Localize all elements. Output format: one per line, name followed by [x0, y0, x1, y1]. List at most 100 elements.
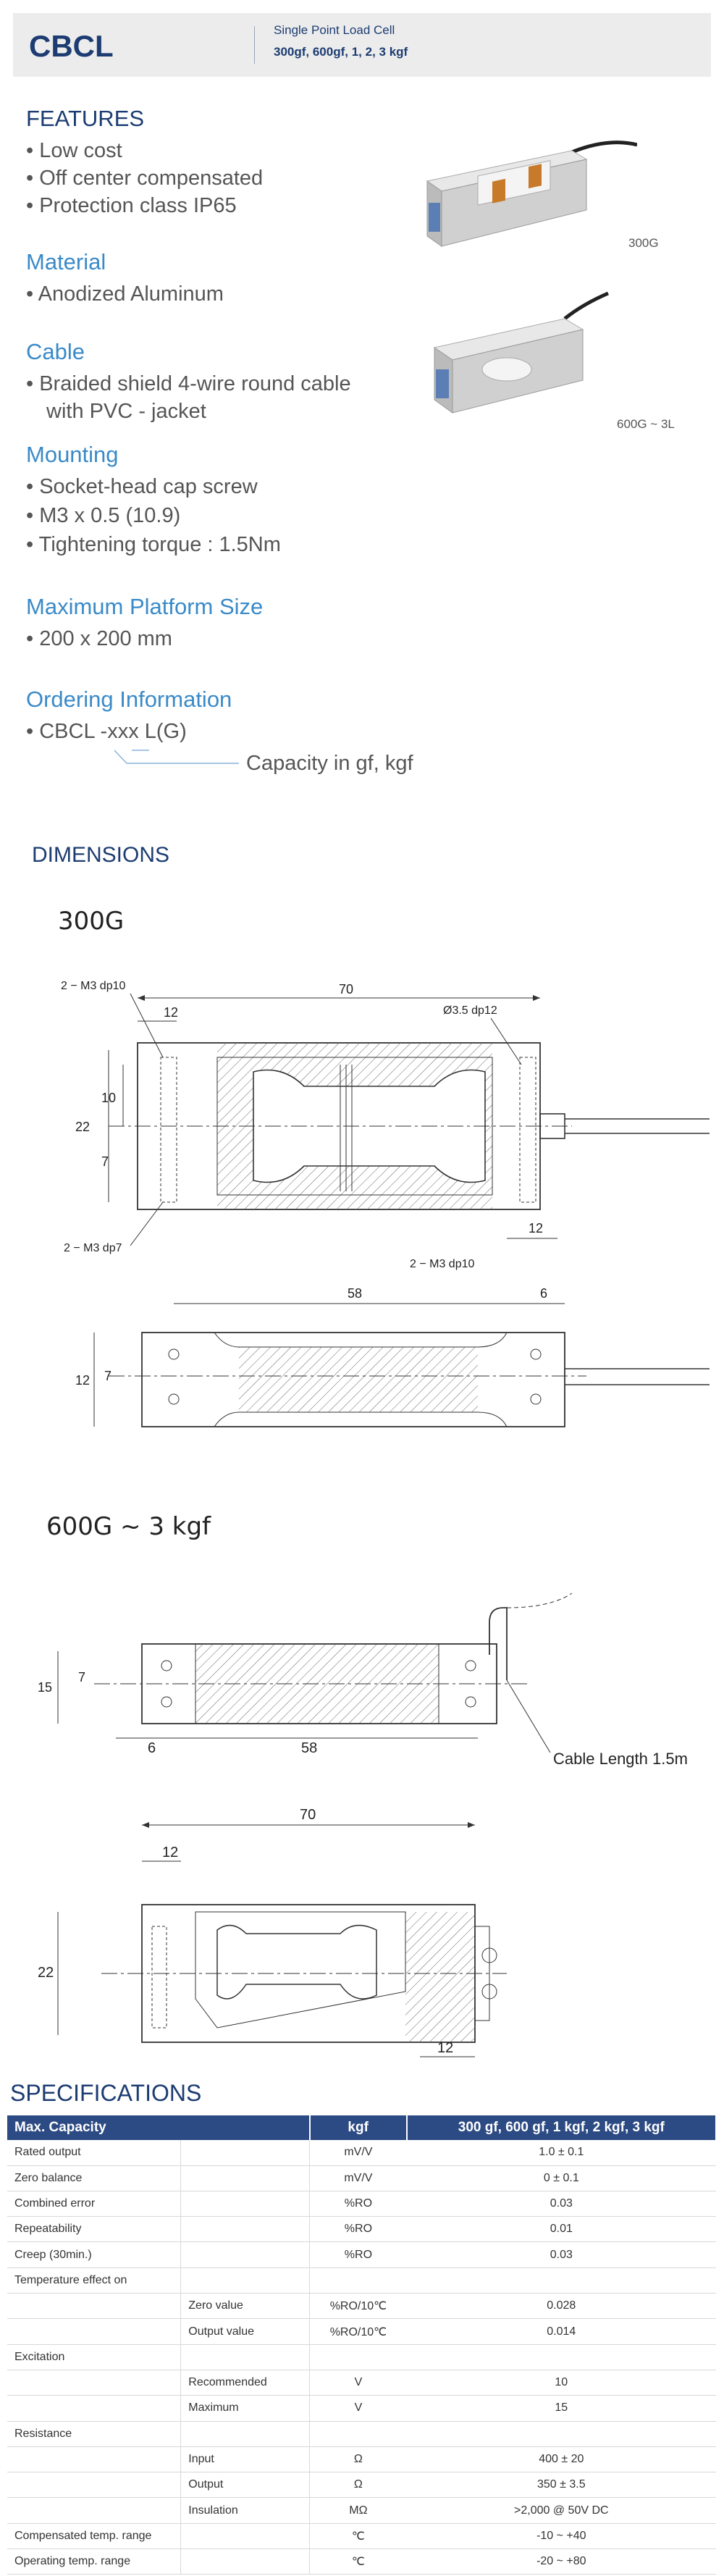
dim-height-7: 7 — [78, 1670, 85, 1685]
dimension-drawing-300g: 70 12 2 − M3 dp10 Ø3.5 dp12 22 10 7 2 − … — [61, 980, 710, 1427]
ordering-code: • CBCL -xxx L(G) — [26, 720, 187, 743]
header-subtitle: Single Point Load Cell — [274, 23, 395, 37]
spec-unit — [309, 2421, 407, 2447]
spec-unit: Ω — [309, 2472, 407, 2498]
spec-param: Excitation — [14, 2350, 65, 2363]
spec-param — [7, 2498, 181, 2523]
mounting-item: • Socket-head cap screw — [26, 475, 258, 498]
label-hole: Ø3.5 dp12 — [443, 1004, 497, 1017]
spec-value: 1.0 ± 0.1 — [539, 2146, 584, 2159]
dimension-drawing-600g: Cable Length 1.5m 15 7 6 58 70 12 22 12 — [38, 1593, 688, 2057]
dim-6: 6 — [540, 1286, 547, 1301]
dim-length-70-b: 70 — [300, 1807, 316, 1823]
spec-param: Repeatability — [14, 2223, 82, 2236]
spec-value: 0.028 — [547, 2299, 576, 2312]
ordering-note: Capacity in gf, kgf — [246, 752, 413, 775]
ordering-leader-lines — [114, 750, 239, 764]
spec-param: Zero balance — [14, 2171, 83, 2184]
dim-height-12: 12 — [75, 1373, 90, 1388]
cable-heading: Cable — [26, 339, 85, 364]
label-m3-dp10-bottom: 2 − M3 dp10 — [410, 1258, 475, 1270]
spec-unit: %RO — [309, 2241, 407, 2268]
spec-value: 0.014 — [547, 2325, 576, 2338]
spec-subparam — [180, 2241, 310, 2268]
spec-subparam — [180, 2140, 310, 2166]
spec-unit: MΩ — [309, 2497, 407, 2524]
model-title: CBCL — [29, 29, 114, 63]
dimensions-heading: DIMENSIONS — [32, 843, 170, 867]
load-cell-photo-600g — [433, 291, 609, 414]
spec-subparam — [180, 2216, 310, 2242]
spec-unit — [309, 2344, 407, 2370]
dim-6: 6 — [148, 1740, 156, 1756]
spec-value — [407, 2344, 716, 2370]
spec-param — [7, 2294, 181, 2319]
spec-unit: %RO — [309, 2216, 407, 2242]
spec-param: Operating temp. range — [14, 2555, 131, 2568]
spec-value: >2,000 @ 50V DC — [514, 2504, 609, 2517]
spec-param — [7, 2396, 181, 2421]
spec-unit: ℃ — [309, 2548, 407, 2575]
dim-length-58: 58 — [301, 1740, 317, 1756]
spec-value: -10 ~ +40 — [536, 2529, 586, 2542]
cable-item: with PVC - jacket — [46, 400, 206, 423]
spec-row: Zero balance mV/V 0 ± 0.1 — [7, 2165, 716, 2191]
spec-value: 15 — [555, 2401, 568, 2415]
feature-item: • Low cost — [26, 139, 122, 162]
spec-subparam — [180, 2421, 310, 2447]
spec-subparam — [180, 2548, 310, 2575]
spec-subparam: Output — [180, 2472, 310, 2498]
cable-item: • Braided shield 4-wire round cable — [26, 372, 351, 395]
spec-row: Resistance — [7, 2421, 716, 2447]
spec-unit: %RO/10℃ — [309, 2293, 407, 2319]
spec-unit: mV/V — [309, 2140, 407, 2166]
dim-height-22-b: 22 — [38, 1965, 54, 1981]
material-item: • Anodized Aluminum — [26, 282, 224, 306]
dim-12-b: 12 — [437, 2040, 453, 2056]
spec-value: 10 — [555, 2376, 568, 2389]
spec-subparam: Maximum — [180, 2395, 310, 2422]
label-m3-dp10: 2 − M3 dp10 — [61, 980, 126, 992]
spec-subparam — [180, 2523, 310, 2549]
dim-height-22: 22 — [75, 1120, 90, 1134]
spec-row: Temperature effect on — [7, 2267, 716, 2294]
dim-12: 12 — [164, 1005, 178, 1020]
spec-param: Compensated temp. range — [14, 2529, 152, 2542]
spec-unit: mV/V — [309, 2165, 407, 2191]
spec-param: Temperature effect on — [14, 2273, 127, 2286]
spec-header-capacity: Max. Capacity — [7, 2115, 311, 2141]
spec-subparam: Input — [180, 2446, 310, 2472]
header-divider — [254, 26, 255, 64]
spec-unit: V — [309, 2370, 407, 2396]
spec-header-values: 300 gf, 600 gf, 1 kgf, 2 kgf, 3 kgf — [406, 2115, 717, 2141]
label-m3-dp7: 2 − M3 dp7 — [64, 1242, 122, 1254]
mounting-item: • M3 x 0.5 (10.9) — [26, 504, 181, 527]
spec-param — [7, 2446, 181, 2472]
feature-item: • Off center compensated — [26, 167, 264, 190]
feature-item: • Protection class IP65 — [26, 194, 237, 217]
spec-value: 0 ± 0.1 — [543, 2171, 579, 2184]
load-cell-photo-300g — [426, 140, 637, 247]
spec-row: Compensated temp. range℃-10 ~ +40 — [7, 2523, 716, 2549]
dimension-title-600g: 600G ~ 3 kgf — [46, 1512, 211, 1541]
mounting-heading: Mounting — [26, 442, 119, 467]
mounting-item: • Tightening torque : 1.5Nm — [26, 533, 281, 556]
spec-value — [407, 2421, 716, 2446]
spec-value: 400 ± 20 — [539, 2453, 584, 2465]
dim-height-7b: 7 — [104, 1369, 111, 1383]
platform-item: • 200 x 200 mm — [26, 627, 172, 650]
spec-param: Resistance — [14, 2427, 72, 2440]
spec-unit: V — [309, 2395, 407, 2422]
specifications-heading: SPECIFICATIONS — [10, 2080, 202, 2106]
spec-unit: Ω — [309, 2446, 407, 2472]
spec-subparam: Recommended — [180, 2370, 310, 2396]
specifications-table: Max. Capacity kgf 300 gf, 600 gf, 1 kgf,… — [7, 2115, 717, 2575]
platform-heading: Maximum Platform Size — [26, 594, 264, 619]
